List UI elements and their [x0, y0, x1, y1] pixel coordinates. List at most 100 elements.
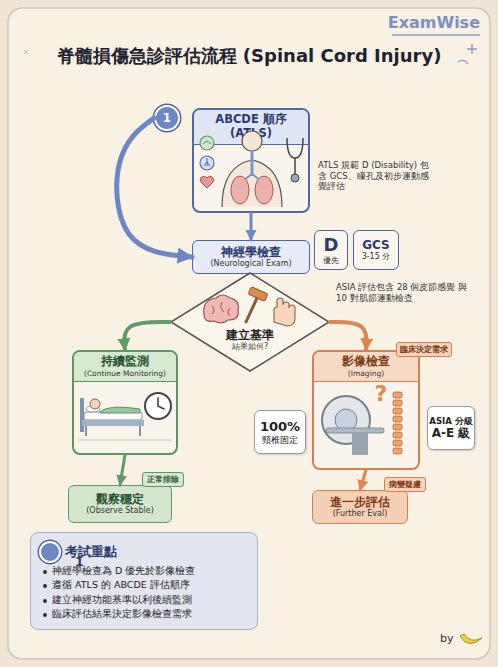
airway-lungs-figure: [244, 174, 260, 180]
node-heading: GCS: [362, 238, 391, 252]
node-text-group: 100%頸椎固定: [260, 419, 300, 445]
node-text-group: 進一步評估(Further Eval): [330, 495, 390, 519]
abc-icons: [200, 136, 214, 188]
node-text: 遵循 ATLS 的 ABCDE 評估順序: [41, 579, 247, 590]
node-text: A-E 級: [429, 426, 472, 440]
sparkle-decoration: [458, 60, 468, 64]
node-text-group: ASIA 分級A-E 級: [429, 416, 472, 441]
flow-arrow: [250, 213, 253, 240]
node-text: 優先: [323, 256, 339, 266]
brain-icon: [212, 302, 230, 316]
airway-lungs-figure: [222, 131, 282, 207]
outcome-box: 進一步評估(Further Eval): [312, 490, 408, 524]
brand-name: ExamWise: [380, 13, 480, 33]
tag-box: 臨床決定需求: [396, 342, 452, 357]
node-text-group: 病變疑慮: [389, 480, 421, 490]
node-text: (Imaging): [316, 369, 416, 378]
node-text-group: 臨床決定需求: [400, 345, 448, 355]
outcome-box: 觀察穩定(Observe Stable): [68, 485, 172, 523]
node-text-group: 持續監測(Continue Monitoring): [74, 352, 176, 382]
process-box: 神經學檢查(Neurological Exam): [192, 240, 310, 274]
stethoscope-icon: [287, 138, 303, 182]
spine-icon: [393, 448, 402, 454]
reflex-hammer-icon: [246, 298, 257, 322]
hospital-bed-icon: [78, 440, 172, 441]
sparkle-decoration: [467, 44, 477, 54]
node-text-group: 觀察穩定(Observe Stable): [86, 492, 154, 516]
node-text: 神經學檢查為 D 優先於影像檢查: [41, 565, 247, 576]
hand-icon: [274, 298, 295, 326]
stethoscope-icon: [291, 174, 299, 182]
flow-arrow: [120, 455, 125, 485]
spine-icon: [393, 416, 402, 422]
process-box: ABCDE 順序 (ATLS): [192, 108, 310, 213]
diamond-shape: [171, 273, 329, 371]
abc-icons: [200, 156, 214, 170]
ct-scanner-icon: [352, 433, 368, 455]
node-heading: 1: [75, 554, 84, 569]
node-heading: 病變疑慮: [389, 480, 421, 490]
hospital-bed-icon: [84, 412, 142, 420]
node-heading: 影像檢查: [316, 355, 416, 369]
node-text-group: 建立基準結果如何?: [170, 328, 330, 352]
node-text: 頸椎固定: [260, 435, 300, 445]
flow-arrow: [330, 322, 367, 350]
page-card: [8, 8, 490, 659]
info-box: D優先: [314, 230, 348, 270]
step-number: 1: [39, 541, 61, 563]
brain-icon: [204, 295, 239, 323]
airway-lungs-figure: [251, 151, 254, 176]
hospital-bed-icon: [78, 398, 172, 440]
node-heading: 正常排除: [147, 475, 179, 485]
stethoscope-icon: [287, 138, 303, 158]
node-text-group: ABCDE 順序 (ATLS): [194, 110, 308, 145]
airway-lungs-figure: [255, 176, 273, 204]
node-text: 臨床評估結果決定影像檢查需求: [41, 608, 247, 619]
side-note: ATLS 規範 D (Disability) 包含 GCS、瞳孔及初步運動感覺評…: [318, 160, 430, 192]
node-text-group: 考試重點神經學檢查為 D 優先於影像檢查遵循 ATLS 的 ABCDE 評估順序…: [31, 533, 257, 620]
banana-icon: [460, 634, 482, 644]
node-text-group: 1: [41, 543, 94, 575]
spine-icon: [393, 432, 402, 438]
hospital-bed-icon: [82, 420, 144, 426]
node-text-group: 神經學檢查(Neurological Exam): [210, 245, 291, 269]
node-text: (Continue Monitoring): [76, 369, 174, 378]
diamond-outline: [170, 272, 330, 372]
sparkle-decoration: [24, 50, 28, 54]
spine-icon: [393, 392, 402, 454]
spine-icon: [393, 400, 402, 406]
airway-lungs-figure: [231, 176, 249, 204]
clock-icon: [145, 393, 171, 419]
node-heading: 100%: [260, 419, 300, 435]
node-text-group: 1: [163, 111, 171, 125]
node-heading: ABCDE 順序 (ATLS): [196, 113, 306, 141]
abc-icons: [200, 176, 213, 188]
node-heading: 持續監測: [76, 355, 174, 369]
process-box: 影像檢查(Imaging): [312, 350, 420, 470]
tag-box: 病變疑慮: [384, 477, 426, 492]
hospital-bed-icon: [100, 407, 140, 413]
node-text-group: GCS3-15 分: [362, 238, 391, 262]
question-mark: ?: [372, 380, 390, 408]
page-card: [8, 8, 490, 659]
airway-lungs-figure: [222, 160, 282, 207]
hand-icon: [274, 298, 295, 326]
info-box: 100%頸椎固定: [254, 410, 306, 454]
abc-icons: [203, 142, 211, 145]
flow-arrow: [124, 322, 170, 350]
credit-text: by: [440, 632, 458, 646]
banana-icon: [460, 634, 482, 644]
node-heading: ASIA 分級: [429, 416, 472, 426]
hospital-bed-icon: [90, 399, 100, 409]
ct-scanner-icon: [335, 409, 357, 431]
flow-arrow: [360, 470, 366, 490]
side-note: ASIA 評估包含 28 個皮節感覺 與 10 對肌節運動檢查: [336, 282, 476, 303]
node-text-group: D優先: [323, 234, 339, 265]
airway-lungs-figure: [242, 131, 262, 151]
node-text-group: 正常排除: [147, 475, 179, 485]
node-heading: 建立基準: [170, 328, 330, 342]
brand-underline: [392, 34, 480, 36]
node-heading: 進一步評估: [330, 495, 390, 509]
hospital-bed-icon: [80, 398, 84, 432]
